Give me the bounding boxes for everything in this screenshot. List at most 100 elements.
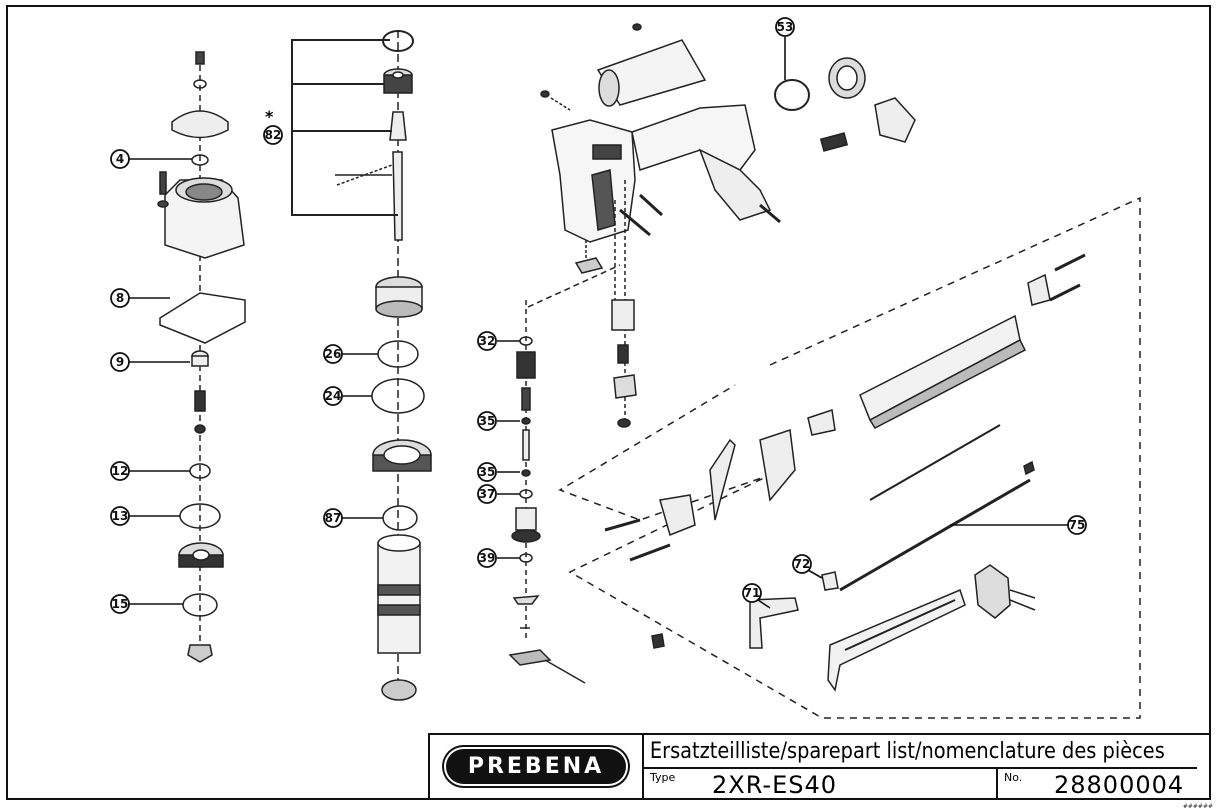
type-cell: Type 2XR-ES40 [644,769,998,799]
part-valve-body [516,351,536,379]
callout-number: 13 [112,509,129,523]
logo-cell: PREBENA [430,735,644,798]
callout-number: 37 [479,487,496,501]
part-magazine-rail [859,314,1027,429]
part-bumper-ring [372,439,432,472]
part-trigger [508,649,552,666]
callout-circle [323,386,343,406]
number-label: No. [1004,771,1023,784]
brand-logo: PREBENA [445,749,627,784]
callout-number: 9 [116,355,124,369]
callout-71: 71 [742,583,762,603]
callout-number: 32 [479,334,496,348]
callout-number: 75 [1069,518,1086,532]
part-valve-9 [191,350,209,367]
callout-13: 13 [110,506,130,526]
part-clip-72 [821,571,839,591]
callout-4: 4 [110,149,130,169]
part-exhaust-deflector [874,97,916,143]
callout-72: 72 [792,554,812,574]
callout-circle [1067,515,1087,535]
type-label: Type [650,771,676,784]
title-block: PREBENA Ersatzteilliste/sparepart list/n… [428,733,1211,800]
number-cell: No. 28800004 [998,769,1209,799]
callout-circle [477,548,497,568]
callout-39: 39 [477,548,497,568]
part-oring-15 [182,593,218,617]
callout-53: 53 [775,17,795,37]
callout-35b: 35 [477,462,497,482]
callout-number: 53 [777,20,794,34]
callout-number: 35 [479,414,496,428]
number-value: 28800004 [1054,771,1185,799]
callout-circle [110,288,130,308]
callout-circle [792,554,812,574]
callout-32: 32 [477,331,497,351]
part-bushing [383,68,413,94]
callout-number: 82 [265,128,282,142]
callout-number: 12 [112,464,129,478]
part-gasket-8 [159,292,246,344]
callout-circle [477,331,497,351]
callout-82: 82 [263,125,283,145]
callout-circle [477,484,497,504]
callout-circle [110,506,130,526]
part-cap [171,110,229,139]
callout-number: 39 [479,551,496,565]
part-cage [375,276,423,318]
part-spring [194,390,206,412]
part-cylinder-sleeve [377,534,421,701]
part-piston [178,542,224,568]
magazine-group-outline [558,196,1141,719]
callout-circle [110,594,130,614]
callout-number: 71 [744,586,761,600]
part-driver-blade [392,151,403,241]
callout-number: 87 [325,511,342,525]
part-oring-87 [382,505,418,531]
part-housing [551,104,772,243]
callout-circle [775,17,795,37]
callout-37: 37 [477,484,497,504]
type-value: 2XR-ES40 [712,771,838,799]
part-small-ring [194,424,206,434]
callout-35a: 35 [477,411,497,431]
callout-circle [742,583,762,603]
callout-75: 75 [1067,515,1087,535]
callout-87: 87 [323,508,343,528]
asterisk-note: * [265,107,274,126]
part-pin-82 [389,111,407,141]
callout-circle [323,344,343,364]
part-screw-top [193,51,207,89]
part-magazine-base [827,588,966,692]
callout-9: 9 [110,352,130,372]
callout-circle [477,411,497,431]
part-nut [187,644,213,663]
part-cylinder-head [157,171,245,259]
part-oring-53 [774,79,810,111]
callout-circle [323,508,343,528]
callout-circle [110,149,130,169]
part-grip-sleeve [596,39,707,107]
callout-8: 8 [110,288,130,308]
callout-number: 35 [479,465,496,479]
part-trigger-valve [511,507,541,543]
part-pusher-71 [749,597,799,649]
callout-number: 15 [112,597,129,611]
callout-number: 26 [325,347,342,361]
callout-number: 8 [116,291,124,305]
callout-number: 72 [794,557,811,571]
callout-26: 26 [323,344,343,364]
callout-number: 24 [325,389,342,403]
part-spring-75 [839,478,1031,592]
part-exhaust-cap [828,57,866,99]
part-washer-4 [191,154,209,166]
part-trigger-lock [611,299,635,331]
callout-number: 4 [116,152,124,166]
bracket-82 [291,39,398,216]
document-title: Ersatzteilliste/sparepart list/nomenclat… [644,735,1197,769]
callout-12: 12 [110,461,130,481]
part-valve-spring [521,387,531,411]
part-nose-cap [974,564,1011,619]
callout-15: 15 [110,594,130,614]
